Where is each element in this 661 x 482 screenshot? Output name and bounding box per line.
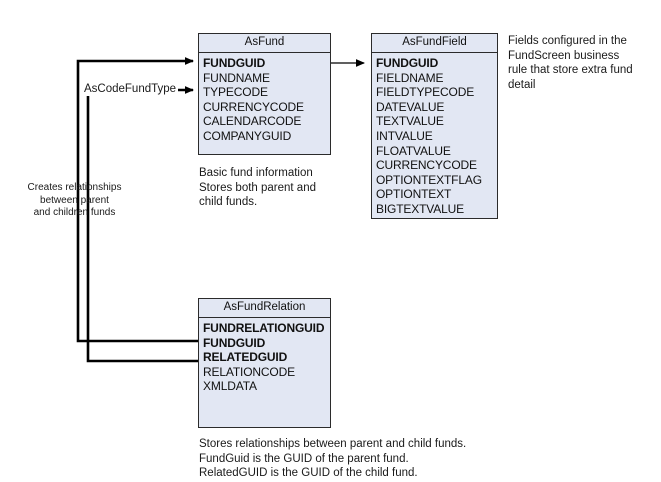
field-row: COMPANYGUID (203, 128, 292, 143)
field-row: FIELDNAME (376, 70, 444, 85)
edge-label-relation-note: Creates relationships between parent and… (27, 182, 122, 218)
field-row: RELATEDGUID (203, 350, 288, 365)
field-row: FUNDGUID (203, 335, 266, 350)
field-row: CURRENCYCODE (203, 99, 304, 114)
entity-asfundfield-fields: FUNDGUID FIELDNAME FIELDTYPECODE DATEVAL… (372, 53, 497, 221)
field-row: FUNDGUID (376, 56, 439, 70)
entity-asfund-fields: FUNDGUID FUNDNAME TYPECODE CURRENCYCODE … (199, 53, 330, 148)
entity-asfundrelation[interactable]: AsFundRelation FUNDRELATIONGUID FUNDGUID… (198, 298, 331, 428)
entity-asfundfield[interactable]: AsFundField FUNDGUID FIELDNAME FIELDTYPE… (371, 33, 498, 219)
field-row: XMLDATA (203, 379, 257, 394)
edge-label-ascodefundtype: AsCodeFundType (82, 82, 179, 96)
entity-asfundrelation-title: AsFundRelation (199, 299, 330, 318)
field-row: TEXTVALUE (376, 114, 444, 129)
field-row: OPTIONTEXTFLAG (376, 172, 482, 187)
field-row: FUNDNAME (203, 70, 270, 85)
field-row: INTVALUE (376, 128, 433, 143)
field-row: FLOATVALUE (376, 143, 451, 158)
field-row: FUNDGUID (203, 56, 266, 70)
wire-fund-to-fundrelation-relatedguid (86, 86, 200, 363)
field-row: DATEVALUE (376, 99, 445, 114)
field-row: OPTIONTEXT (376, 187, 452, 202)
field-row: FIELDTYPECODE (376, 85, 475, 100)
entity-asfundfield-title: AsFundField (372, 34, 497, 53)
field-row: FUNDRELATIONGUID (203, 321, 325, 335)
entity-asfund-title: AsFund (199, 34, 330, 53)
note-asfundrelation: Stores relationships between parent and … (199, 438, 467, 479)
field-row: CALENDARCODE (203, 114, 302, 129)
note-asfund: Basic fund information Stores both paren… (199, 167, 316, 208)
field-row: TYPECODE (203, 85, 268, 100)
entity-asfund[interactable]: AsFund FUNDGUID FUNDNAME TYPECODE CURREN… (198, 33, 331, 155)
entity-asfundrelation-fields: FUNDRELATIONGUID FUNDGUID RELATEDGUID RE… (199, 318, 330, 398)
field-row: BIGTEXTVALUE (376, 201, 465, 216)
field-row: RELATIONCODE (203, 364, 295, 379)
note-asfundfield: Fields configured in the FundScreen busi… (508, 35, 633, 91)
field-row: CURRENCYCODE (376, 158, 477, 173)
